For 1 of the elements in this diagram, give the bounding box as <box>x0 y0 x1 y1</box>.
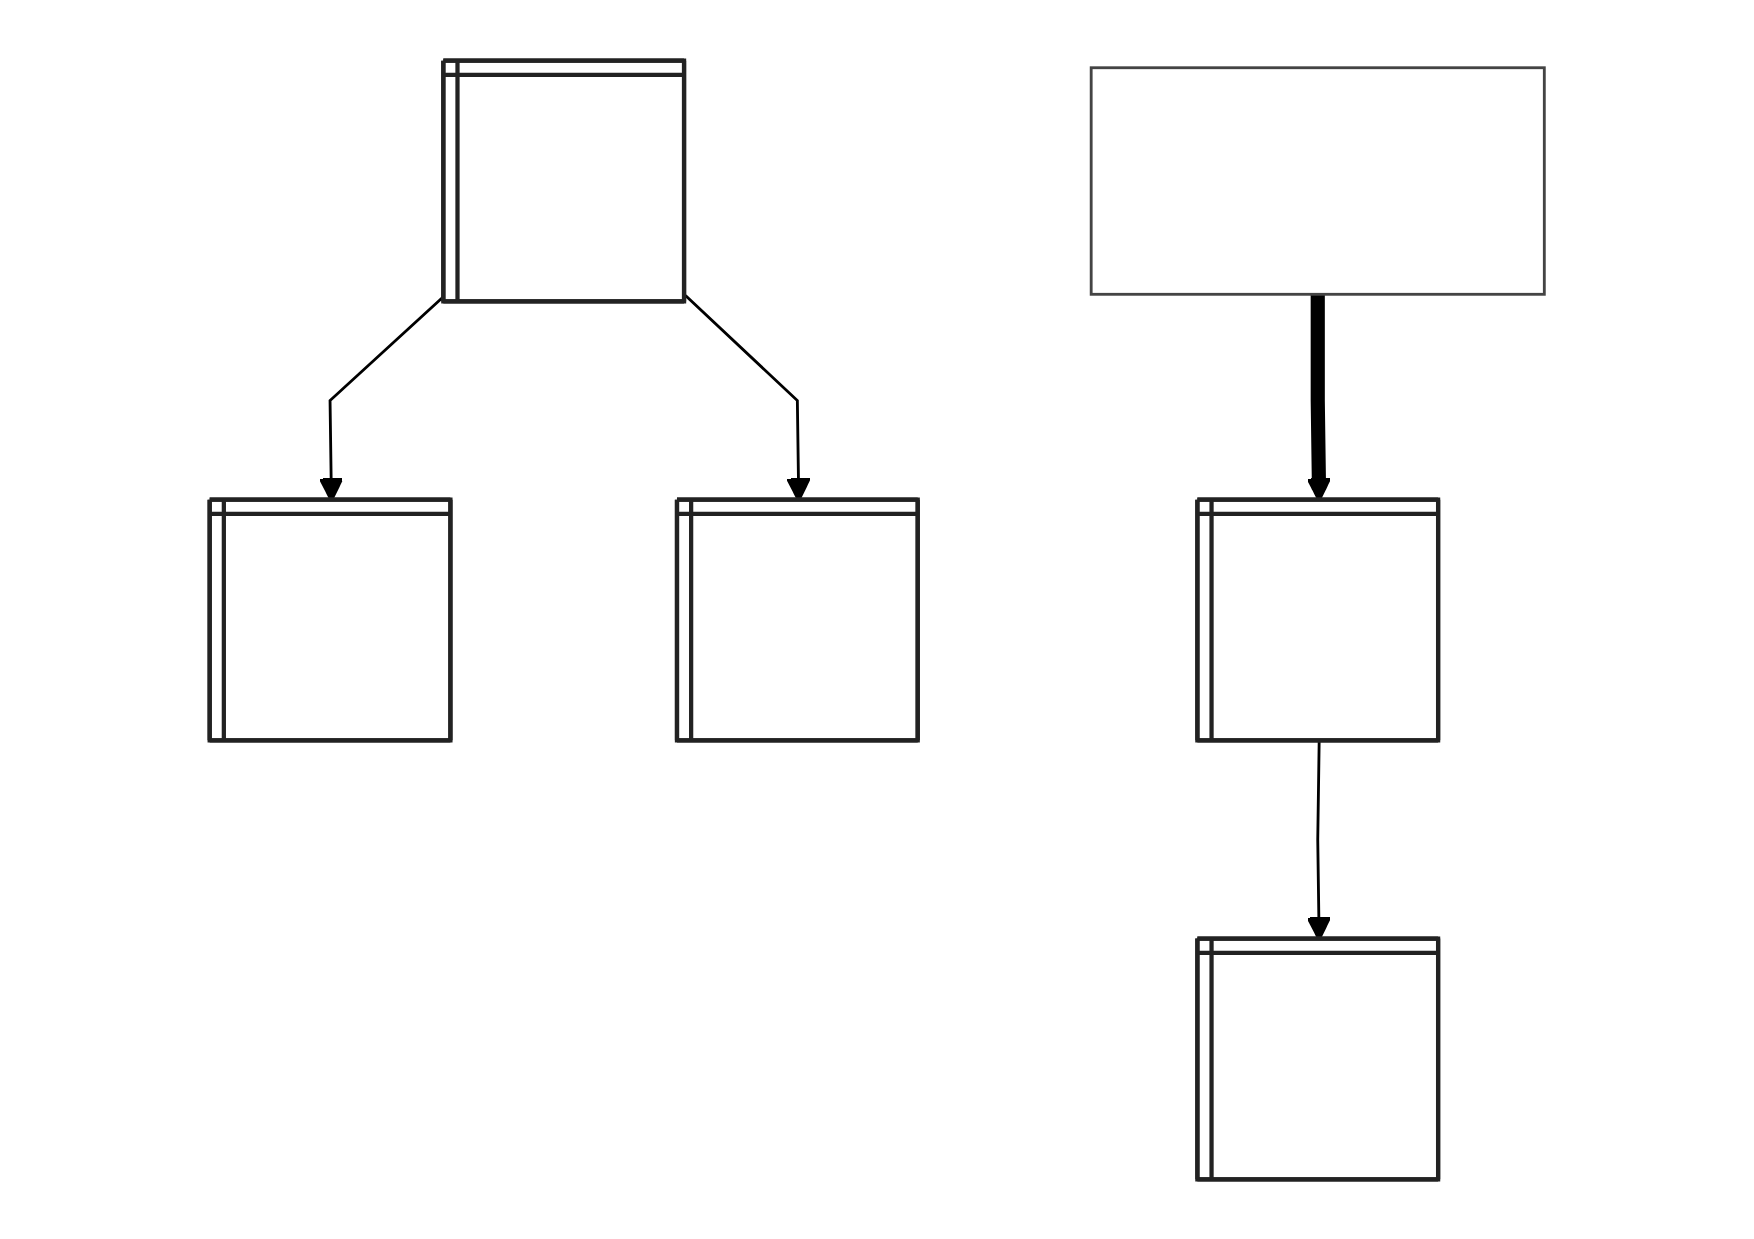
node-box <box>1089 65 1546 296</box>
